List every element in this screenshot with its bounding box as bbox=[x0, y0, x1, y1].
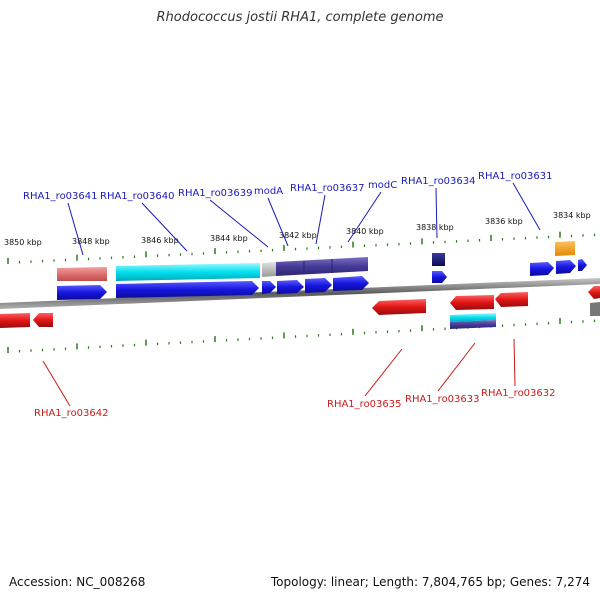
feature-bar[interactable] bbox=[450, 320, 496, 329]
gene-label-forward[interactable]: modC bbox=[368, 180, 397, 191]
scale-label: 3842 kbp bbox=[279, 231, 317, 240]
gene-label-reverse[interactable]: RHA1_ro03632 bbox=[481, 388, 556, 399]
gene-label-forward[interactable]: RHA1_ro03640 bbox=[100, 191, 175, 202]
gene-arrow-forward[interactable] bbox=[578, 259, 587, 271]
gene-arrow-reverse[interactable] bbox=[0, 313, 30, 328]
gene-arrow-forward[interactable] bbox=[116, 281, 259, 298]
gene-arrow-forward[interactable] bbox=[333, 276, 369, 291]
gene-arrow-reverse[interactable] bbox=[450, 295, 494, 310]
gene-arrow-reverse[interactable] bbox=[495, 292, 528, 307]
genome-backbone-right-stub bbox=[590, 302, 600, 316]
gene-label-reverse[interactable]: RHA1_ro03635 bbox=[327, 399, 402, 410]
gene-arrow-forward[interactable] bbox=[305, 278, 332, 293]
scale-label: 3834 kbp bbox=[553, 211, 591, 220]
gene-label-reverse[interactable]: RHA1_ro03642 bbox=[34, 408, 109, 419]
feature-bar[interactable] bbox=[57, 267, 107, 281]
feature-bar[interactable] bbox=[116, 263, 260, 281]
scale-label: 3838 kbp bbox=[416, 223, 454, 232]
scale-label: 3844 kbp bbox=[210, 234, 248, 243]
gene-label-forward[interactable]: RHA1_ro03631 bbox=[478, 171, 553, 182]
label-leader-lines bbox=[42, 182, 541, 407]
reverse-strand-genes bbox=[0, 286, 600, 328]
feature-bar[interactable] bbox=[432, 253, 445, 266]
scale-label: 3850 kbp bbox=[4, 238, 42, 247]
gene-label-forward[interactable]: RHA1_ro03637 bbox=[290, 183, 365, 194]
genome-summary-text: Topology: linear; Length: 7,804,765 bp; … bbox=[270, 575, 590, 589]
gene-label-forward[interactable]: modA bbox=[254, 186, 283, 197]
accession-text: Accession: NC_008268 bbox=[9, 575, 146, 589]
gene-label-forward[interactable]: RHA1_ro03641 bbox=[23, 191, 98, 202]
scale-label: 3836 kbp bbox=[485, 217, 523, 226]
feature-track-lower bbox=[450, 313, 496, 329]
gene-arrow-forward[interactable] bbox=[277, 280, 304, 294]
gene-arrow-forward[interactable] bbox=[262, 281, 276, 294]
upper-scale-ticks bbox=[7, 231, 596, 264]
scale-label: 3846 kbp bbox=[141, 236, 179, 245]
genome-backbone bbox=[0, 278, 600, 309]
gene-label-forward[interactable]: RHA1_ro03639 bbox=[178, 188, 253, 199]
gene-arrow-forward[interactable] bbox=[556, 260, 576, 274]
lower-scale-ticks bbox=[7, 317, 596, 353]
gene-arrow-forward[interactable] bbox=[57, 285, 107, 300]
gene-arrow-forward[interactable] bbox=[530, 262, 554, 276]
feature-track-upper bbox=[57, 241, 575, 281]
gene-arrow-forward[interactable] bbox=[432, 271, 447, 283]
feature-bar[interactable] bbox=[555, 241, 575, 256]
genome-title: Rhodococcus jostii RHA1, complete genome bbox=[156, 10, 444, 25]
gene-label-reverse[interactable]: RHA1_ro03633 bbox=[405, 394, 480, 405]
gene-label-forward[interactable]: RHA1_ro03634 bbox=[401, 176, 476, 187]
gene-arrow-reverse[interactable] bbox=[588, 286, 600, 299]
forward-strand-genes bbox=[57, 259, 587, 300]
feature-bar[interactable] bbox=[450, 313, 496, 322]
scale-label: 3848 kbp bbox=[72, 237, 110, 246]
feature-bar[interactable] bbox=[276, 257, 368, 276]
gene-arrow-reverse[interactable] bbox=[372, 299, 426, 315]
gene-arrow-reverse[interactable] bbox=[33, 313, 53, 327]
feature-bar[interactable] bbox=[262, 262, 276, 277]
scale-label: 3840 kbp bbox=[346, 227, 384, 236]
